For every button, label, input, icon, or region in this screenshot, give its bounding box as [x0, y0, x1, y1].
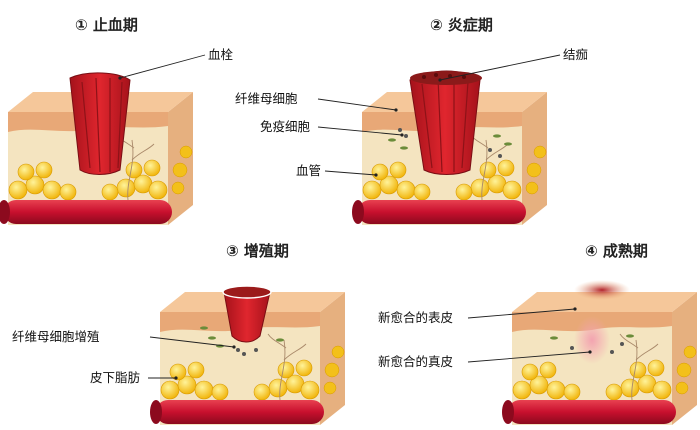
- leader-line: [324, 170, 377, 176]
- label-fibroblast: 纤维母细胞: [235, 91, 298, 106]
- stage-2-panel: [351, 70, 548, 226]
- stage-3-panel: [149, 285, 346, 426]
- stage-2-title: ② 炎症期: [430, 16, 493, 34]
- stage-4-title: ④ 成熟期: [585, 242, 648, 260]
- leader-line: [149, 336, 235, 348]
- label-blood-vessel: 血管: [296, 163, 321, 178]
- leader-line: [439, 54, 561, 81]
- label-new-dermis: 新愈合的真皮: [378, 354, 453, 369]
- label-subcutaneous-fat: 皮下脂肪: [90, 370, 140, 385]
- leader-line: [119, 54, 206, 79]
- stage-3-title: ③ 增殖期: [226, 242, 289, 260]
- leader-line: [317, 126, 403, 136]
- stage-1-title: ① 止血期: [75, 16, 138, 34]
- stage-1-panel: [0, 72, 194, 226]
- leader-line: [467, 351, 591, 363]
- label-new-epidermis: 新愈合的表皮: [378, 310, 453, 325]
- leader-line: [317, 98, 397, 111]
- label-immune-cell: 免疫细胞: [260, 119, 311, 134]
- label-scab: 结痂: [563, 47, 588, 62]
- leader-line: [467, 308, 576, 319]
- label-fibroblast-proliferation: 纤维母细胞增殖: [12, 329, 100, 344]
- stage-4-panel: [501, 280, 698, 426]
- label-thrombus: 血栓: [208, 47, 234, 62]
